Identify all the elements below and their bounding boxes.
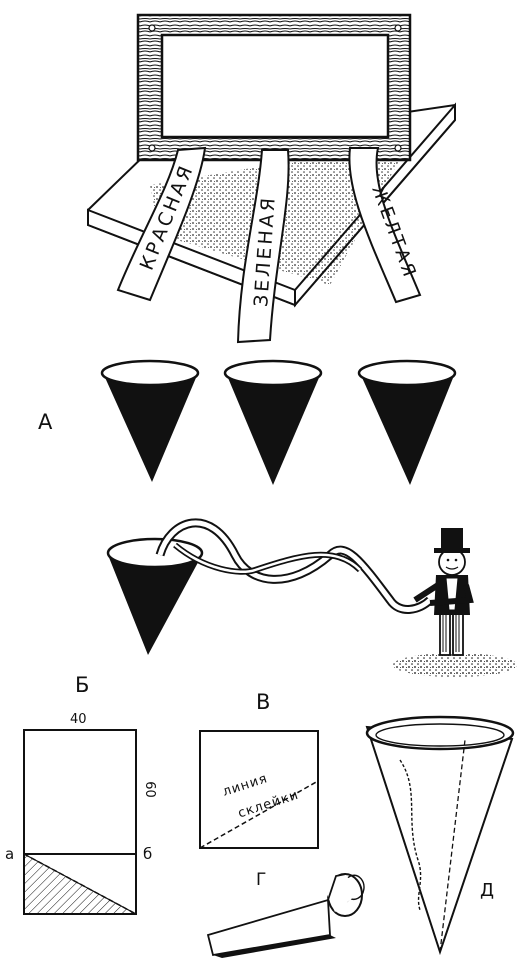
pulled-ribbon	[155, 518, 434, 614]
ribbon-green	[236, 149, 290, 344]
diagram-g-roll	[206, 873, 365, 958]
diagram-d-cone	[365, 715, 515, 956]
ribbon-yellow	[348, 147, 422, 304]
label-b: Б	[75, 673, 90, 697]
diagram-b-height: 60	[141, 781, 157, 798]
label-v: В	[256, 690, 271, 714]
diagram-b-corner-b: б	[143, 845, 153, 863]
label-a: А	[38, 410, 53, 434]
label-g: Г	[256, 870, 267, 890]
diagram-b-width: 40	[70, 712, 87, 727]
ribbon-red	[116, 146, 207, 302]
diagram-b-corner-a: а	[5, 845, 15, 863]
magician-figure	[393, 528, 517, 677]
diagram-v	[199, 730, 319, 849]
cone-1	[100, 359, 200, 482]
diagram-b	[23, 729, 137, 915]
wooden-frame	[136, 13, 412, 162]
label-d: Д	[480, 880, 495, 901]
cone-2	[223, 359, 323, 485]
cone-3	[357, 359, 457, 485]
